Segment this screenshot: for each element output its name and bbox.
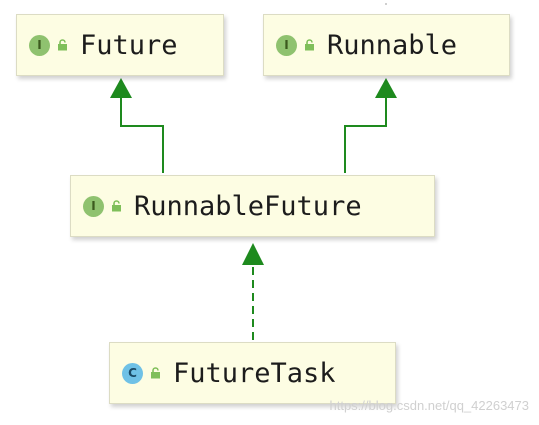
node-runnablefuture[interactable]: I RunnableFuture [70, 175, 435, 237]
arrowhead-runnable [375, 78, 397, 98]
node-future[interactable]: I Future [16, 14, 224, 76]
edge-runnablefuture-to-future [120, 98, 164, 173]
arrowhead-runnablefuture [242, 243, 264, 265]
interface-icon: I [29, 34, 50, 56]
watermark: https://blog.csdn.net/qq_42263473 [329, 398, 530, 413]
lock-icon [111, 200, 122, 212]
interface-icon: I [83, 195, 104, 217]
lock-icon [150, 367, 161, 379]
node-label: FutureTask [173, 357, 336, 389]
node-label: RunnableFuture [134, 190, 362, 222]
lock-icon [304, 39, 315, 51]
class-icon: C [122, 362, 143, 384]
node-runnable[interactable]: I Runnable [263, 14, 510, 76]
node-futuretask[interactable]: C FutureTask [109, 342, 396, 404]
node-label: Runnable [327, 29, 458, 61]
lock-icon [57, 39, 68, 51]
interface-icon: I [276, 34, 297, 56]
edge-runnablefuture-to-runnable [344, 98, 387, 173]
arrowhead-future [110, 78, 132, 98]
stray-dot [385, 3, 387, 5]
node-label: Future [80, 29, 178, 61]
